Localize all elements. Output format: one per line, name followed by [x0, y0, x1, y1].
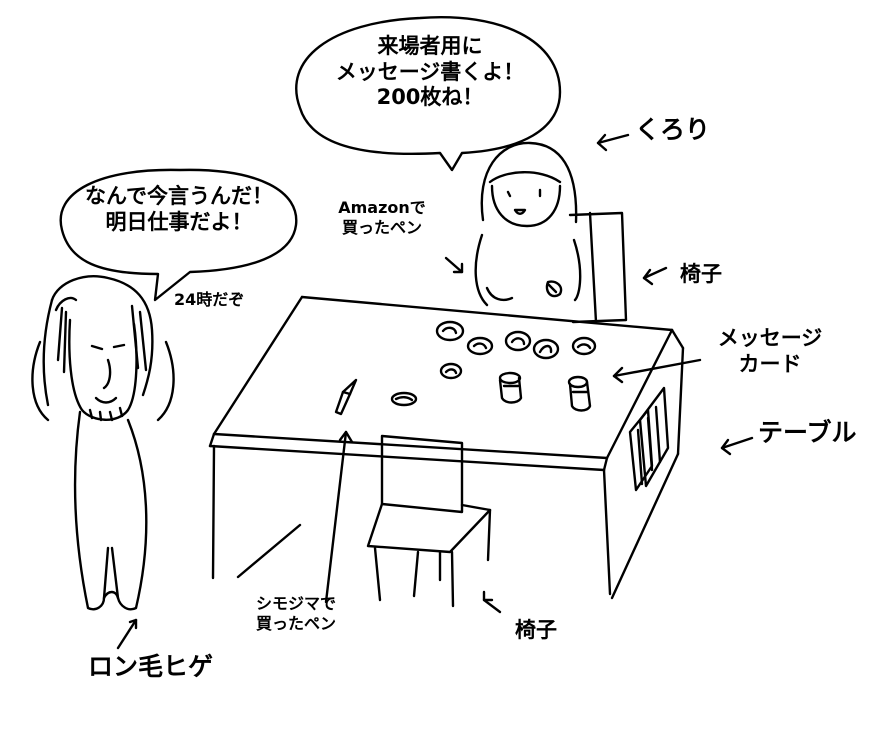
chair-back-drawing: [568, 211, 628, 324]
ronge-hige-figure: [31, 275, 175, 611]
speech-kurori-line1: 来場者用に: [377, 34, 483, 58]
label-ronge-hige: ロン毛ヒゲ: [88, 652, 214, 681]
speech-ronge-line1: なんで今言うんだ！: [85, 184, 273, 208]
kurori-figure: [474, 141, 582, 307]
speech-text-kurori: 来場者用に メッセージ書くよ！ 200枚ね！: [310, 34, 550, 111]
speech-ronge-line2: 明日仕事だよ！: [105, 209, 253, 234]
label-chair-front: 椅子: [515, 618, 557, 642]
amazon-pen-line1: Amazonで: [338, 198, 426, 217]
message-card-line2: カード: [738, 351, 802, 376]
label-chair-back: 椅子: [680, 262, 722, 286]
speech-bubble-ronge: [59, 168, 298, 302]
message-card-line1: メッセージ: [717, 326, 823, 350]
chair-front-drawing: [366, 434, 492, 608]
label-shimojima-pen: シモジマで 買ったペン: [236, 594, 356, 633]
speech-text-ronge: なんで今言うんだ！ 明日仕事だよ！: [68, 184, 290, 235]
shimojima-pen-line2: 買ったペン: [255, 613, 336, 633]
label-table: テーブル: [758, 418, 857, 447]
speech-bubble-kurori: [295, 16, 562, 172]
pointer-arrows: [116, 133, 754, 650]
label-amazon-pen: Amazonで 買ったペン: [322, 198, 442, 237]
amazon-pen-line2: 買ったペン: [341, 217, 422, 237]
label-kurori: くろり: [635, 115, 711, 144]
shimojima-pen-line1: シモジマで: [255, 594, 336, 613]
speech-kurori-line2: メッセージ書くよ！: [335, 59, 525, 84]
speech-kurori-line3: 200枚ね！: [376, 85, 484, 110]
message-cards-drawing: [334, 320, 597, 416]
label-time-note: 24時だぞ: [174, 290, 245, 309]
table-drawing: [208, 295, 685, 600]
label-message-card: メッセージ カード: [700, 326, 840, 377]
